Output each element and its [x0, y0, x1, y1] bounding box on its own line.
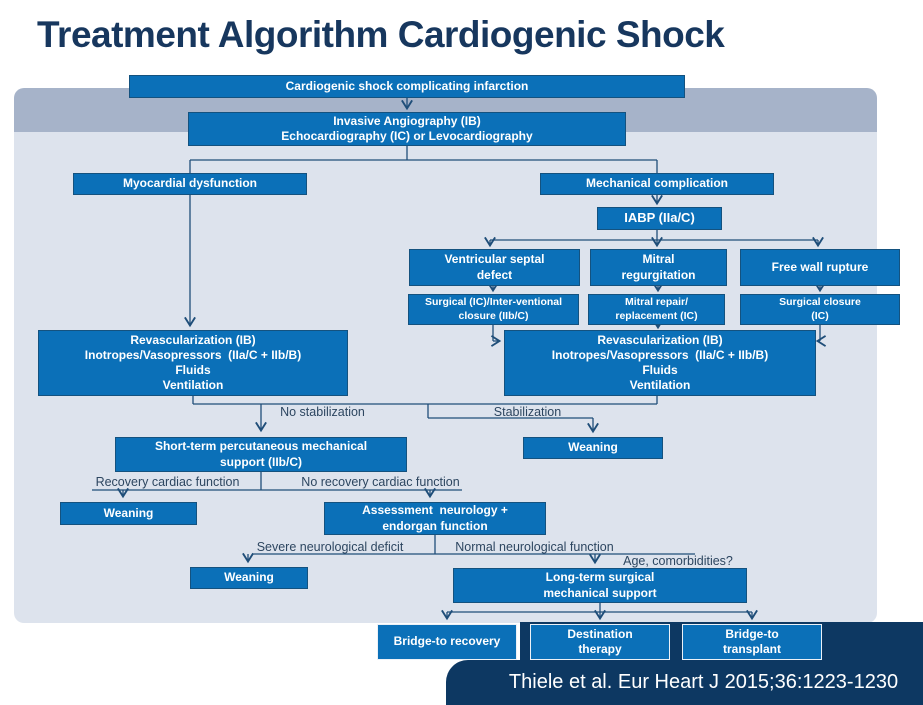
node-mitral-repair-replacement: Mitral repair/ replacement (IC): [588, 294, 725, 325]
node-weaning-stabilization: Weaning: [523, 437, 663, 459]
citation-text: Thiele et al. Eur Heart J 2015;36:1223-1…: [508, 671, 899, 693]
node-cardiogenic-shock: Cardiogenic shock complicating infarctio…: [129, 75, 685, 98]
node-bridge-to-recovery: Bridge-to recovery: [377, 624, 517, 660]
node-free-wall-rupture: Free wall rupture: [740, 249, 900, 286]
branch-label-recovery-cardiac-function: Recovery cardiac function: [95, 475, 240, 489]
branch-label-age-comorbidities: Age, comorbidities?: [623, 554, 733, 568]
branch-label-severe-neurological-deficit: Severe neurological deficit: [256, 540, 404, 554]
node-long-term-surgical-support: Long-term surgical mechanical support: [453, 568, 747, 603]
node-short-term-mechanical-support: Short-term percutaneous mechanical suppo…: [115, 437, 407, 472]
node-ventricular-septal-defect: Ventricular septal defect: [409, 249, 580, 286]
node-revascularization-left: Revascularization (IB) Inotropes/Vasopre…: [38, 330, 348, 396]
branch-label-no-recovery-cardiac-function: No recovery cardiac function: [301, 475, 460, 489]
branch-label-no-stabilization: No stabilization: [280, 405, 365, 419]
node-weaning-recovery: Weaning: [60, 502, 197, 525]
page-title: Treatment Algorithm Cardiogenic Shock: [37, 14, 725, 55]
node-surgical-interventional-closure: Surgical (IC)/Inter-ventional closure (I…: [408, 294, 579, 325]
node-invasive-angiography: Invasive Angiography (IB) Echocardiograp…: [188, 112, 626, 146]
node-iabp: IABP (IIa/C): [597, 207, 722, 230]
branch-label-stabilization: Stabilization: [493, 405, 562, 419]
node-weaning-severe-deficit: Weaning: [190, 567, 308, 589]
citation-bar: Thiele et al. Eur Heart J 2015;36:1223-1…: [446, 660, 923, 705]
node-revascularization-right: Revascularization (IB) Inotropes/Vasopre…: [504, 330, 816, 396]
node-mitral-regurgitation: Mitral regurgitation: [590, 249, 727, 286]
node-mechanical-complication: Mechanical complication: [540, 173, 774, 195]
node-destination-therapy: Destination therapy: [530, 624, 670, 660]
node-myocardial-dysfunction: Myocardial dysfunction: [73, 173, 307, 195]
node-assessment-neurology: Assessment neurology + endorgan function: [324, 502, 546, 535]
node-bridge-to-transplant: Bridge-to transplant: [682, 624, 822, 660]
node-surgical-closure: Surgical closure (IC): [740, 294, 900, 325]
branch-label-normal-neurological-function: Normal neurological function: [455, 540, 614, 554]
